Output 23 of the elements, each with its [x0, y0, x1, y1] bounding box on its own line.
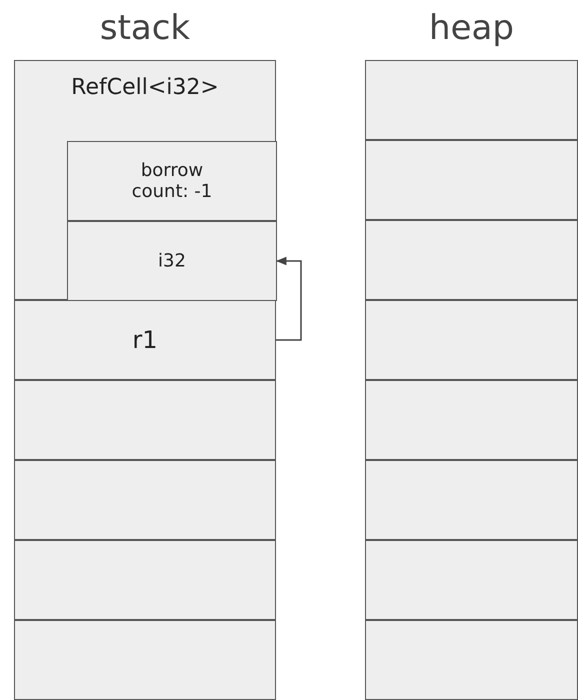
cell-text: borrow count: -1 [130, 160, 214, 202]
memory-cell [365, 540, 578, 620]
memory-cell [365, 220, 578, 300]
memory-cell [365, 380, 578, 460]
memory-cell [14, 300, 276, 380]
column-heading: stack [98, 8, 192, 48]
cell-text: i32 [157, 250, 187, 272]
memory-cell [14, 460, 276, 540]
column-heading: heap [428, 8, 515, 48]
memory-cell [14, 380, 276, 460]
memory-cell [365, 140, 578, 220]
memory-cell [365, 60, 578, 140]
memory-cell [365, 620, 578, 700]
memory-cell [365, 300, 578, 380]
memory-region [14, 60, 276, 300]
cell-text: r1 [131, 326, 159, 354]
memory-cell [14, 540, 276, 620]
cell-text: RefCell<i32> [70, 75, 220, 100]
memory-cell [67, 221, 277, 301]
memory-cell [14, 620, 276, 700]
memory-cell [67, 141, 277, 221]
memory-cell [365, 460, 578, 540]
pointer-arrow [276, 256, 302, 341]
